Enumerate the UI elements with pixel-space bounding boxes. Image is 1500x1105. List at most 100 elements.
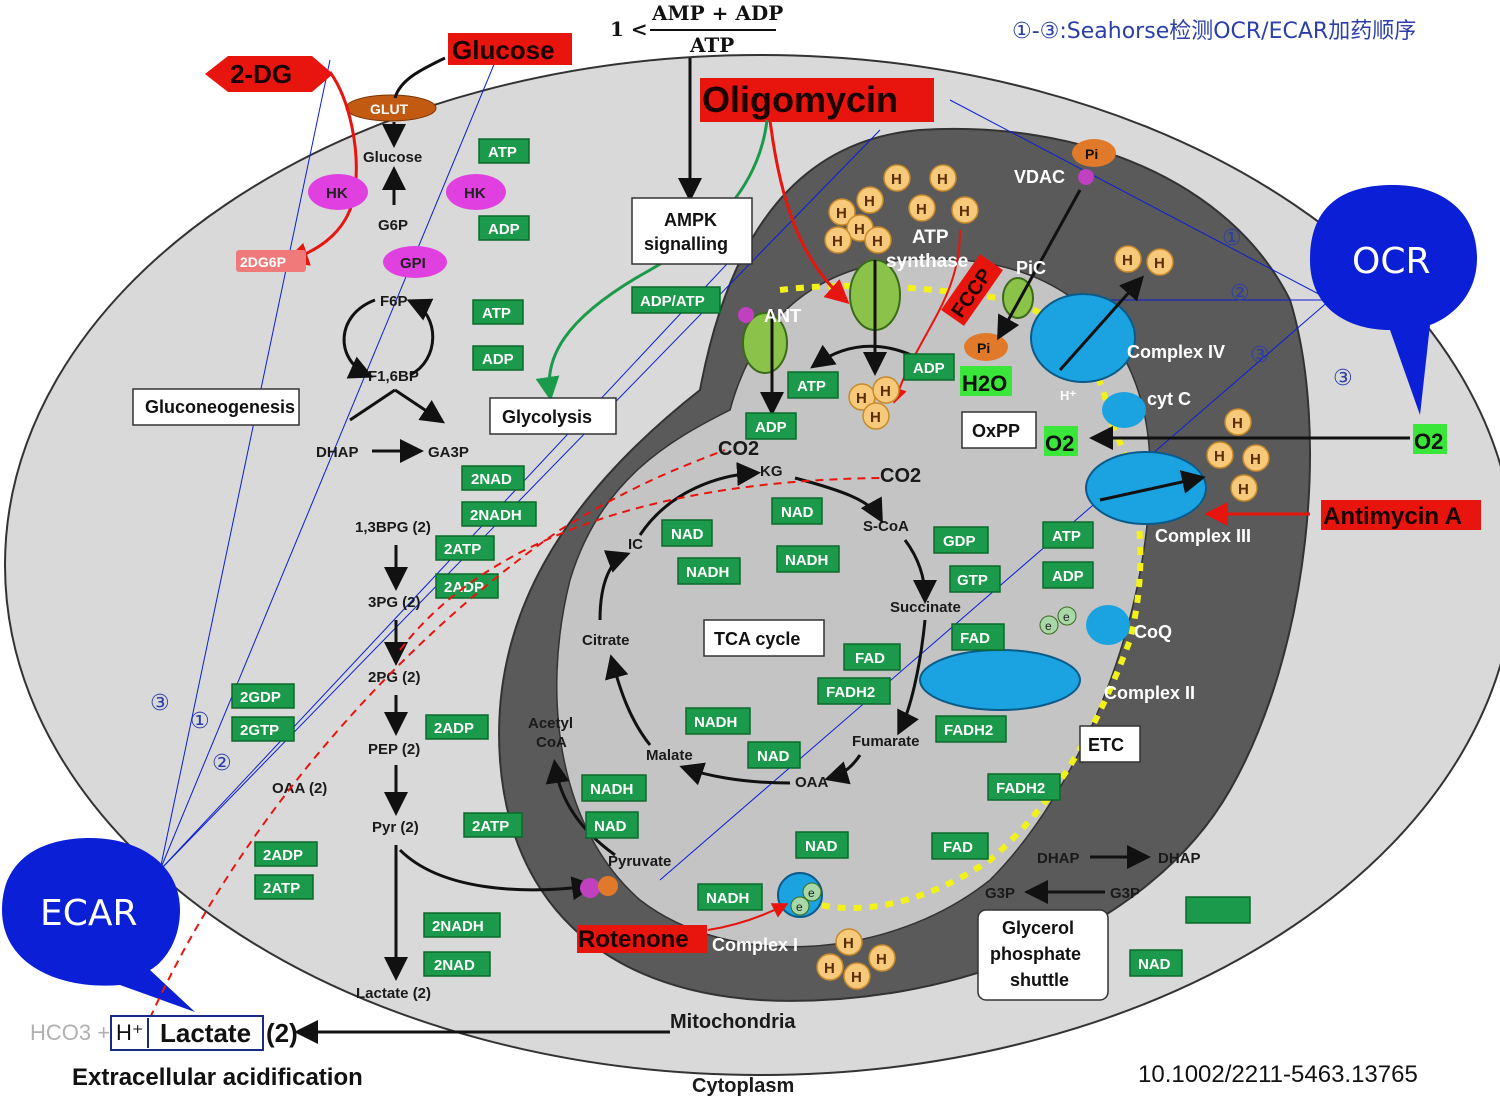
svg-text:H: H	[851, 969, 862, 986]
h2o-label: H2O	[962, 371, 1007, 396]
bpg13-metabolite: 1,3BPG (2)	[355, 519, 431, 536]
svg-text:2ADP: 2ADP	[263, 847, 303, 864]
svg-text:NADH: NADH	[590, 781, 633, 798]
svg-text:②: ②	[1230, 281, 1250, 306]
svg-text:2ATP: 2ATP	[472, 818, 509, 835]
svg-text:H: H	[1154, 255, 1165, 272]
svg-text:ATP: ATP	[1052, 528, 1081, 545]
svg-text:2NADH: 2NADH	[470, 507, 522, 524]
svg-text:ATP: ATP	[488, 144, 517, 161]
doi-label: 10.1002/2211-5463.13765	[1138, 1061, 1418, 1088]
glucose-metabolite: Glucose	[363, 149, 422, 166]
atp-synthase-label-1: ATP	[912, 227, 949, 248]
ant-transporter	[742, 312, 788, 374]
oxpp-label: OxPP	[972, 421, 1020, 441]
svg-text:FADH2: FADH2	[944, 722, 993, 739]
svg-text:H: H	[1122, 252, 1133, 269]
svg-text:DHAP: DHAP	[1037, 850, 1080, 867]
complex-iii-label: Complex III	[1155, 526, 1251, 546]
lactate-extracellular: Lactate	[160, 1018, 251, 1048]
svg-text:①: ①	[1222, 226, 1242, 251]
pep-metabolite: PEP (2)	[368, 741, 420, 758]
g6p-metabolite: G6P	[378, 217, 408, 234]
hk-label-left: HK	[326, 185, 348, 202]
oaa-cyto-metabolite: OAA (2)	[272, 780, 327, 797]
coq-label: CoQ	[1134, 622, 1172, 642]
ga3p-metabolite: GA3P	[428, 444, 469, 461]
tca-cycle-label: TCA cycle	[714, 629, 800, 649]
h-plus-label: H⁺	[1060, 388, 1076, 403]
svg-text:2ADP: 2ADP	[434, 720, 474, 737]
glycolysis-label: Glycolysis	[502, 407, 592, 427]
svg-text:G3P: G3P	[985, 885, 1015, 902]
svg-text:③: ③	[1250, 343, 1270, 368]
svg-text:FAD: FAD	[960, 630, 990, 647]
pg3-metabolite: 3PG (2)	[368, 594, 421, 611]
formula-prefix: 1 <	[610, 17, 648, 41]
svg-text:③: ③	[150, 691, 170, 716]
svg-text:2GDP: 2GDP	[240, 689, 281, 706]
gluconeogenesis-label: Gluconeogenesis	[145, 397, 295, 417]
svg-text:ADP: ADP	[482, 351, 514, 368]
complex-ii	[919, 649, 1081, 711]
pic-label: PiC	[1016, 258, 1046, 278]
svg-text:2NAD: 2NAD	[434, 957, 475, 974]
dhap-metabolite: DHAP	[316, 444, 359, 461]
gps-label-3: shuttle	[1010, 970, 1069, 990]
svg-text:H: H	[876, 951, 887, 968]
glucose-drug-label: Glucose	[452, 35, 555, 65]
svg-text:NAD: NAD	[781, 504, 814, 521]
svg-text:FADH2: FADH2	[996, 780, 1045, 797]
svg-text:H: H	[959, 203, 970, 220]
atp-synthase-label-2: synthase	[886, 251, 968, 272]
svg-text:CO2: CO2	[718, 438, 759, 460]
svg-text:Fumarate: Fumarate	[852, 733, 920, 750]
svg-text:FADH2: FADH2	[826, 684, 875, 701]
svg-text:NAD: NAD	[757, 748, 790, 765]
hk-enzyme-right	[446, 174, 506, 210]
rotenone-label: Rotenone	[578, 926, 689, 953]
svg-text:2ATP: 2ATP	[263, 880, 300, 897]
svg-text:H: H	[880, 383, 891, 400]
vdac-label: VDAC	[1014, 167, 1065, 187]
svg-text:H: H	[824, 960, 835, 977]
complex-iii	[1085, 451, 1207, 525]
svg-text:FAD: FAD	[943, 839, 973, 856]
svg-text:ATP: ATP	[797, 378, 826, 395]
cytoplasm-label: Cytoplasm	[692, 1075, 794, 1097]
ecar-bubble	[2, 838, 195, 1012]
svg-text:e: e	[808, 886, 815, 900]
antimycin-label: Antimycin A	[1323, 503, 1462, 530]
svg-text:H: H	[1250, 451, 1261, 468]
svg-text:e: e	[1045, 619, 1052, 633]
svg-text:CO2: CO2	[880, 465, 921, 487]
svg-text:KG: KG	[760, 463, 783, 480]
svg-text:NADH: NADH	[694, 714, 737, 731]
glut-label: GLUT	[370, 101, 409, 117]
svg-text:ADP: ADP	[913, 360, 945, 377]
svg-text:H: H	[832, 233, 843, 250]
svg-text:H: H	[872, 233, 883, 250]
svg-text:NADH: NADH	[785, 552, 828, 569]
svg-text:Pyruvate: Pyruvate	[608, 853, 671, 870]
hco3-label: HCO3 +	[30, 1020, 110, 1045]
vdac-channel	[1078, 169, 1094, 185]
extracellular-acidification-label: Extracellular acidification	[72, 1064, 363, 1091]
svg-text:H: H	[870, 409, 881, 426]
mitochondria-label: Mitochondria	[670, 1011, 796, 1033]
lactate-metabolite: Lactate (2)	[356, 985, 431, 1002]
svg-text:H: H	[1238, 481, 1249, 498]
svg-text:H: H	[891, 171, 902, 188]
pi-ion	[964, 333, 1008, 361]
svg-text:e: e	[1063, 610, 1070, 624]
hk-label-right: HK	[464, 185, 486, 202]
svg-text:2NADH: 2NADH	[432, 918, 484, 935]
svg-text:Acetyl: Acetyl	[528, 715, 573, 732]
svg-text:Succinate: Succinate	[890, 599, 961, 616]
gps-label-2: phosphate	[990, 944, 1081, 964]
oligomycin-label: Oligomycin	[702, 79, 898, 120]
formula-denominator: ATP	[689, 33, 734, 57]
svg-text:G3P: G3P	[1110, 885, 1140, 902]
cyt-c-label: cyt C	[1147, 389, 1191, 409]
